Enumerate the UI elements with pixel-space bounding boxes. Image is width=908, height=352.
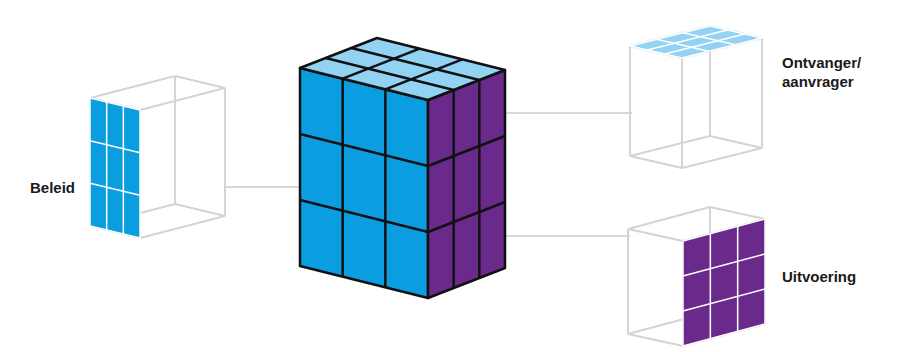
wire-edge	[175, 204, 225, 216]
cube-label: Beleid	[30, 178, 75, 197]
wire-edge	[174, 76, 176, 204]
wire-edge	[627, 229, 629, 334]
grid-line	[683, 33, 735, 45]
wire-edge	[628, 229, 683, 241]
grid-line	[384, 89, 387, 287]
grid-line	[343, 49, 420, 79]
wire-edge	[761, 38, 763, 148]
grid-line	[452, 90, 455, 288]
wire-edge	[224, 88, 226, 216]
leader-line	[226, 186, 300, 188]
grid-line	[683, 254, 765, 276]
grid-line	[123, 106, 125, 234]
cube-label: Ontvanger/ aanvrager	[782, 53, 861, 91]
grid-line	[737, 226, 739, 331]
wire-edge	[628, 334, 683, 346]
wire-edge	[710, 207, 765, 219]
wire-edge	[628, 207, 710, 229]
grid-line	[300, 134, 428, 166]
wire-edge	[710, 136, 762, 148]
grid-line	[90, 183, 140, 195]
wire-edge	[682, 148, 762, 168]
wire-edge	[681, 58, 683, 168]
cube-face	[300, 38, 505, 100]
leader-line	[505, 235, 630, 237]
grid-line	[385, 59, 462, 89]
grid-line	[683, 289, 765, 311]
cube-face	[683, 219, 765, 346]
grid-line	[106, 102, 108, 230]
grid-line	[351, 48, 479, 80]
grid-line	[341, 79, 344, 277]
grid-line	[710, 234, 712, 339]
wire-edge	[630, 156, 682, 168]
grid-line	[300, 200, 428, 232]
wire-edge	[140, 88, 225, 110]
grid-line	[90, 141, 140, 153]
leader-line	[505, 112, 632, 114]
grid-line	[428, 136, 505, 166]
wire-edge	[630, 136, 710, 156]
wire-edge	[175, 76, 225, 88]
cube-face	[90, 98, 140, 238]
wire-edge	[90, 76, 175, 98]
cube-face	[428, 70, 505, 298]
grid-line	[428, 202, 505, 232]
cube-face	[300, 68, 428, 298]
cube-label: Uitvoering	[782, 267, 856, 286]
grid-line	[478, 80, 481, 278]
cube-face	[630, 26, 762, 58]
wire-edge	[629, 46, 631, 156]
grid-line	[326, 58, 454, 90]
wire-edge	[140, 216, 225, 238]
